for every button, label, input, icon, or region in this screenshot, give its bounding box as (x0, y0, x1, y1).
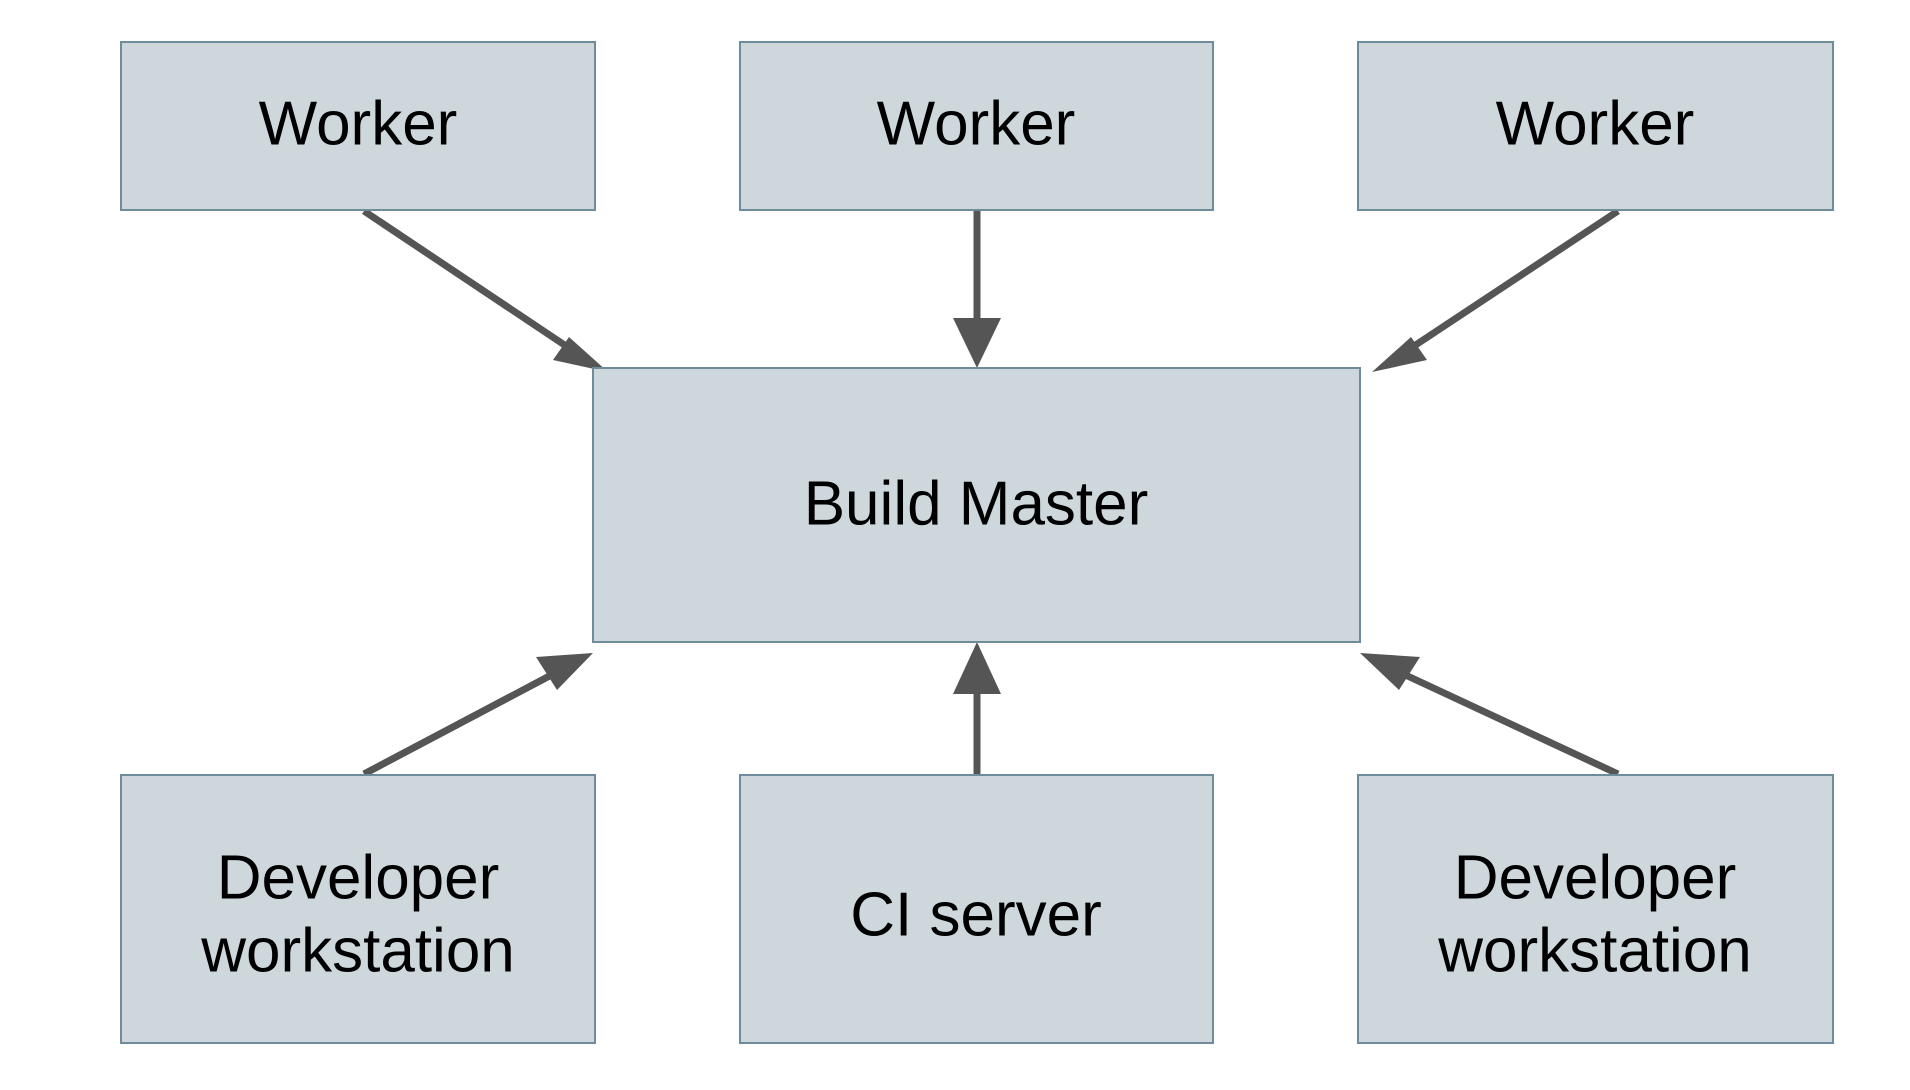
node-developer-workstation-right[interactable]: Developer workstation (1357, 774, 1834, 1044)
node-worker-right[interactable]: Worker (1357, 41, 1834, 211)
node-worker-right-box[interactable] (1357, 41, 1834, 211)
edge-worker-right-to-master-line (1403, 208, 1620, 355)
edge-dev-left-to-master (362, 653, 593, 778)
node-ci-server[interactable]: CI server (739, 774, 1214, 1044)
node-worker-left[interactable]: Worker (120, 41, 596, 211)
node-developer-workstation-right-box[interactable] (1357, 774, 1834, 1044)
edge-worker-left-to-master (362, 208, 608, 372)
edge-dev-right-to-master-line (1397, 668, 1620, 778)
edge-dev-right-to-master (1360, 653, 1620, 778)
node-ci-server-label: CI server (850, 880, 1101, 949)
edge-worker-center-to-master-arrowhead (953, 318, 1001, 368)
node-worker-center-box[interactable] (739, 41, 1214, 211)
edge-worker-left-to-master-arrowhead (553, 337, 608, 372)
node-ci-server-box[interactable] (739, 774, 1214, 1044)
edge-ci-to-master-arrowhead (953, 642, 1001, 694)
edge-dev-left-to-master-line (362, 668, 559, 778)
node-developer-workstation-left-label-line2: workstation (200, 916, 515, 985)
node-build-master[interactable]: Build Master (592, 367, 1361, 643)
node-developer-workstation-right-label-line2: workstation (1437, 916, 1752, 985)
node-worker-left-box[interactable] (120, 41, 596, 211)
edge-worker-left-to-master-line (362, 208, 577, 355)
node-developer-workstation-right-label-line1: Developer (1454, 843, 1737, 912)
node-worker-center-label: Worker (877, 89, 1076, 158)
edge-worker-right-to-master-arrowhead (1372, 337, 1427, 372)
node-build-master-box[interactable] (592, 367, 1361, 643)
edge-dev-right-to-master-arrowhead (1360, 653, 1420, 690)
edge-worker-right-to-master (1372, 208, 1620, 372)
node-developer-workstation-left[interactable]: Developer workstation (120, 774, 596, 1044)
node-developer-workstation-left-label-line1: Developer (217, 843, 500, 912)
edge-worker-center-to-master (953, 211, 1001, 368)
node-worker-center[interactable]: Worker (739, 41, 1214, 211)
node-worker-left-label: Worker (259, 89, 458, 158)
node-build-master-label: Build Master (804, 469, 1149, 538)
node-worker-right-label: Worker (1496, 89, 1695, 158)
edge-ci-to-master (953, 642, 1001, 774)
node-developer-workstation-left-box[interactable] (120, 774, 596, 1044)
edge-dev-left-to-master-arrowhead (536, 653, 593, 690)
